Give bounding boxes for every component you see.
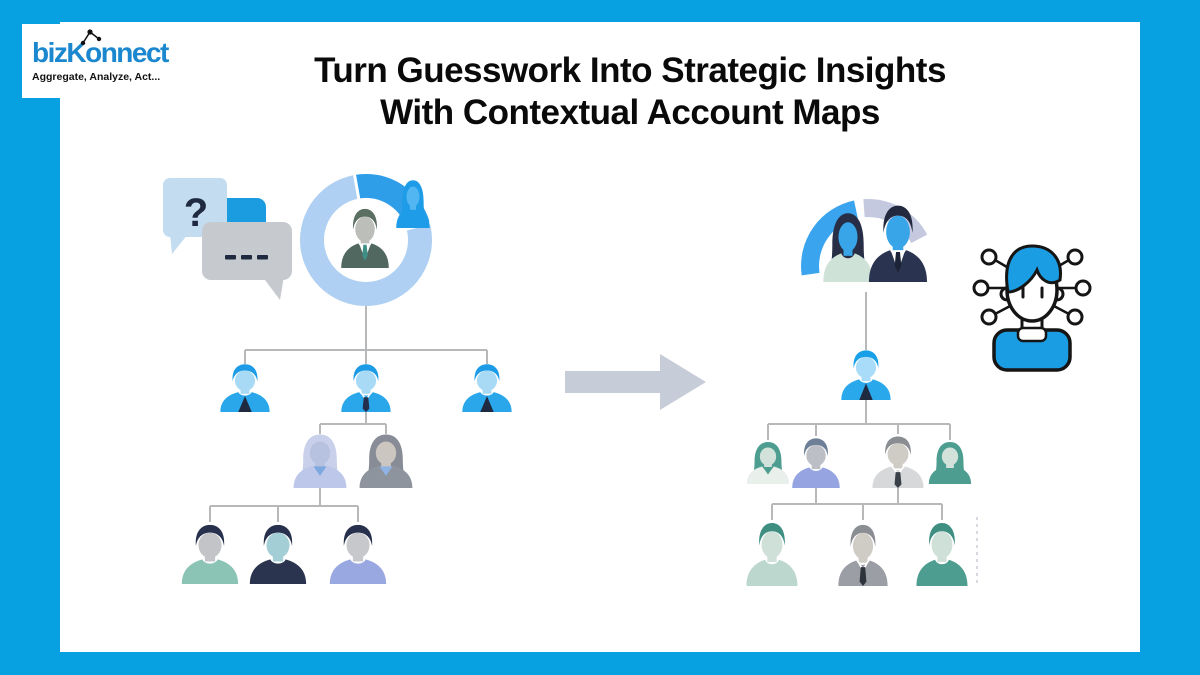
speech-bubble-dashes-icon <box>202 222 292 300</box>
left-member-1-person-icon <box>181 524 239 585</box>
logo-name-text: bizKonnect <box>32 37 169 68</box>
logo-tagline: Aggregate, Analyze, Act... <box>32 71 161 83</box>
question-bubbles-group: ? <box>163 178 292 300</box>
right-member-3-person-icon <box>916 523 968 586</box>
right-people <box>746 350 972 586</box>
gauge-arc-blue <box>801 200 859 276</box>
left-manager-1-person-icon <box>220 364 270 412</box>
title-line-2: With Contextual Account Maps <box>380 93 880 132</box>
title-line-1: Turn Guesswork Into Strategic Insights <box>314 51 946 90</box>
left-manager-2-person-icon <box>341 364 391 412</box>
content-area <box>60 22 1140 652</box>
left-lead-f2-person-icon <box>359 434 413 488</box>
stakeholder-f-person-icon <box>823 213 873 282</box>
right-team-m1-person-icon <box>792 438 840 489</box>
right-connector-lines <box>767 292 951 520</box>
left-manager-3-person-icon <box>462 364 512 412</box>
right-team-f2-person-icon <box>928 442 972 484</box>
collar <box>1016 326 1048 343</box>
donut-gap-1 <box>352 172 361 201</box>
logo-name: bizKonnect <box>32 29 169 67</box>
left-member-2-person-icon <box>249 524 307 585</box>
stakeholder-m-person-icon <box>868 205 928 282</box>
bizkonnect-logo: bizKonnect Aggregate, Analyze, Act... <box>22 24 170 98</box>
molecule-icon <box>80 29 102 46</box>
right-team-m2-person-icon <box>872 436 924 489</box>
target-executive-person-icon <box>341 208 389 269</box>
dash-marks <box>225 255 268 260</box>
hair <box>1005 244 1062 294</box>
connected-mind-icon <box>972 244 1092 372</box>
right-member-1-person-icon <box>746 523 798 586</box>
left-lead-f1-person-icon <box>293 434 347 488</box>
hidden-contact-person-icon <box>396 180 430 228</box>
gauge-people <box>823 205 928 282</box>
right-member-2-person-icon <box>838 524 888 586</box>
left-member-3-person-icon <box>329 524 387 585</box>
right-team-f1-person-icon <box>746 442 790 484</box>
insight-gauge-icon <box>801 199 928 282</box>
donut-people <box>341 180 430 269</box>
role-donut-icon <box>300 172 433 306</box>
decision-maker-person-icon <box>841 350 891 401</box>
left-people <box>181 364 512 585</box>
page-title: Turn Guesswork Into Strategic Insights W… <box>290 50 970 134</box>
left-connector-lines <box>209 306 488 522</box>
transform-arrow-icon <box>565 354 706 410</box>
